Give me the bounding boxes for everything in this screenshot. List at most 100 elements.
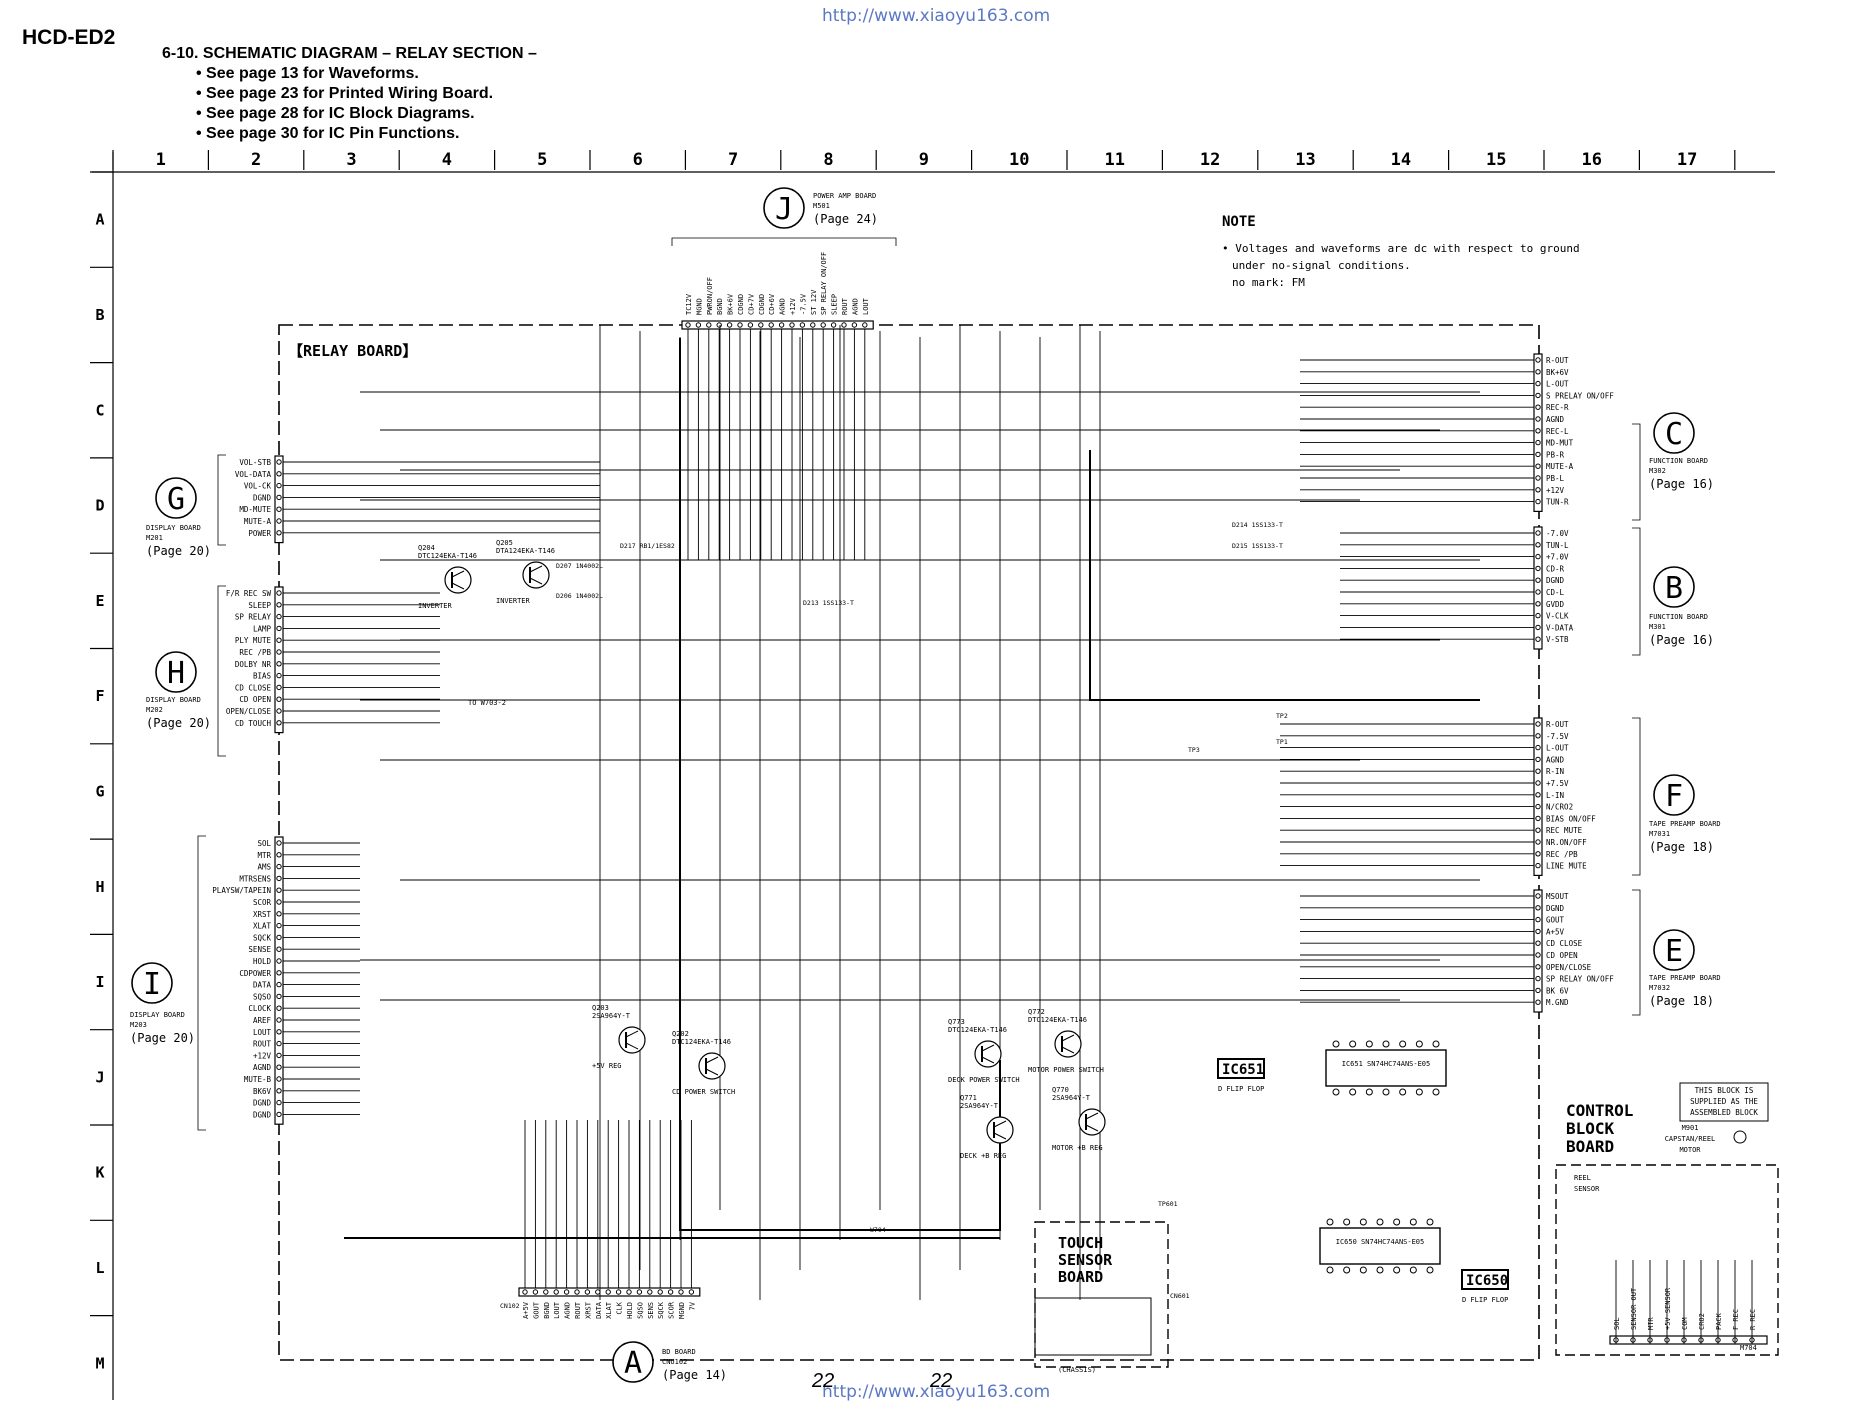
grid-row-label: H: [95, 878, 104, 896]
pin-label: SLEEP: [831, 294, 839, 315]
board-name: FUNCTION BOARD: [1649, 613, 1708, 621]
grid-row-label: J: [95, 1068, 104, 1086]
ic-pin: [1415, 1040, 1423, 1048]
connector-pin: [543, 1289, 549, 1295]
source-url-top[interactable]: http://www.xiaoyu163.com: [822, 6, 1051, 26]
board-connector: M302: [1649, 467, 1666, 475]
board-callout-c: [1653, 412, 1695, 454]
ic-pin: [1376, 1266, 1384, 1274]
pin-label: F/R REC SW: [226, 589, 272, 598]
board-letter: B: [1665, 571, 1683, 606]
pin-label: XRST: [584, 1301, 592, 1319]
motor-label: CAPSTAN/REEL: [1665, 1135, 1716, 1143]
transistor-function: DECK +B REG: [960, 1152, 1006, 1160]
wire-destination-label: TO W703-2: [468, 699, 506, 707]
pin-label: AGND: [1546, 755, 1565, 764]
connector-pin: [1535, 636, 1541, 642]
pin-label: TC12V: [685, 293, 693, 315]
ground-bus: [679, 338, 1001, 1231]
ic-pin: [1365, 1088, 1373, 1096]
pin-label: SENS: [647, 1302, 655, 1319]
ic-pin: [1415, 1088, 1423, 1096]
reference-note: • See page 30 for IC Pin Functions.: [196, 125, 460, 142]
ic-pin: [1359, 1266, 1367, 1274]
reference-note: • See page 13 for Waveforms.: [196, 65, 419, 82]
connector-pin: [276, 958, 282, 964]
grid-column-label: 14: [1391, 150, 1411, 170]
pin-label: -7.5V: [799, 293, 807, 315]
connector-pin: [1535, 565, 1541, 572]
board-bracket: [1632, 717, 1641, 876]
board-letter: G: [167, 482, 185, 517]
assembled-block-note: [1679, 1082, 1769, 1122]
connector-pin: [1535, 893, 1541, 899]
wire: [1085, 1124, 1099, 1132]
motor-label: M901: [1682, 1124, 1699, 1132]
board-callout-b: [1653, 566, 1695, 608]
ic-function: D FLIP FLOP: [1218, 1085, 1264, 1093]
connector-pin: [1535, 815, 1541, 822]
board-callout-h: [155, 651, 197, 693]
test-point-label: TP2: [1276, 712, 1288, 720]
pin-label: ROUT: [841, 297, 849, 315]
pin-label: +12V: [1546, 486, 1565, 495]
connector-pin: [1535, 780, 1541, 786]
board-name: TAPE PREAMP BOARD: [1649, 820, 1721, 828]
connector-pin: [276, 1052, 282, 1059]
ic-pin: [1343, 1266, 1351, 1274]
transistor-ref: Q770: [1052, 1086, 1069, 1094]
transistor-part: 2SA964Y-T: [592, 1012, 631, 1020]
reference-note: • See page 23 for Printed Wiring Board.: [196, 85, 494, 102]
pin-label: TUN-L: [1546, 541, 1569, 550]
board-callout-f: [1653, 774, 1695, 816]
board-page-ref: (Page 16): [1649, 477, 1714, 491]
board-name: DISPLAY BOARD: [130, 1011, 185, 1019]
pin-label: CD-R: [1546, 564, 1565, 573]
transistor: [698, 1052, 726, 1080]
grid-column-label: 7: [728, 150, 738, 170]
pin-label: DATA: [595, 1301, 603, 1319]
relay-board-label: 【RELAY BOARD】: [288, 342, 417, 360]
pin-label: MUTE-A: [1546, 462, 1574, 471]
board-page-ref: (Page 16): [1649, 633, 1714, 647]
grid-column-label: 3: [346, 150, 356, 170]
transistor-function: MOTOR POWER SWITCH: [1028, 1066, 1104, 1074]
connector-pin: [1535, 940, 1541, 946]
wire: [1061, 1046, 1075, 1054]
board-letter: F: [1665, 779, 1683, 814]
connector-pin: [1535, 987, 1541, 994]
connector-pin: [605, 1289, 611, 1295]
pin-label: ROUT: [253, 1040, 272, 1049]
connector-pin: [1535, 803, 1541, 810]
board-connector: M501: [813, 202, 830, 210]
wire: [981, 1056, 995, 1064]
pin-label: BK+6V: [1546, 368, 1569, 377]
transistor: [444, 566, 472, 594]
board-letter: H: [167, 656, 185, 691]
pin-label: MTRSENS: [239, 874, 271, 883]
ic-pin: [1365, 1040, 1373, 1048]
wire: [705, 1068, 719, 1076]
pin-label: LINE MUTE: [1546, 862, 1587, 871]
ic-pin: [1399, 1088, 1407, 1096]
pin-label: CD+7V: [747, 293, 755, 315]
connector-pin: [1535, 542, 1541, 548]
connector-i: [274, 836, 284, 1125]
connector-pin: [276, 887, 282, 893]
pin-label: CD CLOSE: [235, 683, 272, 692]
pin-label: LOUT: [553, 1301, 561, 1319]
connector-pin: [276, 684, 282, 691]
connector-pin: [1535, 839, 1541, 845]
connector-pin: [626, 1289, 632, 1295]
source-url-bottom[interactable]: http://www.xiaoyu163.com: [822, 1382, 1051, 1402]
transistor-part: 2SA964Y-T: [960, 1102, 999, 1110]
diode-label: D207 1N4002L: [556, 562, 603, 570]
pin-label: V-STB: [1546, 635, 1569, 644]
board-connector: M203: [130, 1021, 147, 1029]
connector-pin: [1535, 380, 1541, 387]
board-page-ref: (Page 24): [813, 212, 878, 226]
transistor-ref: Q202: [672, 1030, 689, 1038]
pin-label: -7.0V: [1546, 529, 1569, 538]
pin-label: BK+6V: [727, 293, 735, 315]
